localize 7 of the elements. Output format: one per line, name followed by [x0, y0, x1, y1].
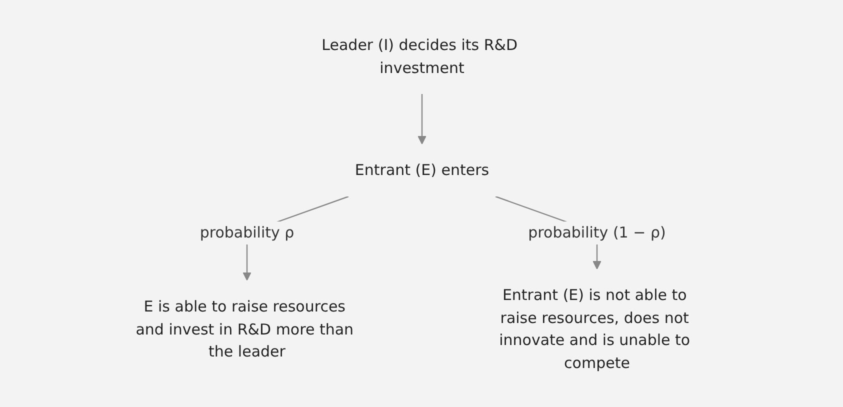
node-text: Entrant (E) enters — [354, 160, 489, 178]
node-text: E is able to raise resources and invest in R&D more than the leader — [135, 296, 354, 360]
node-text: Entrant (E) is not able to raise resources, does not innovate and is unable to compete — [498, 286, 690, 371]
arrow — [417, 94, 426, 144]
edge-label: probability (1 − ρ) — [528, 223, 666, 241]
node-text: Leader (I) decides its R&D investment — [321, 36, 518, 76]
edge-label: probability ρ — [199, 223, 294, 241]
